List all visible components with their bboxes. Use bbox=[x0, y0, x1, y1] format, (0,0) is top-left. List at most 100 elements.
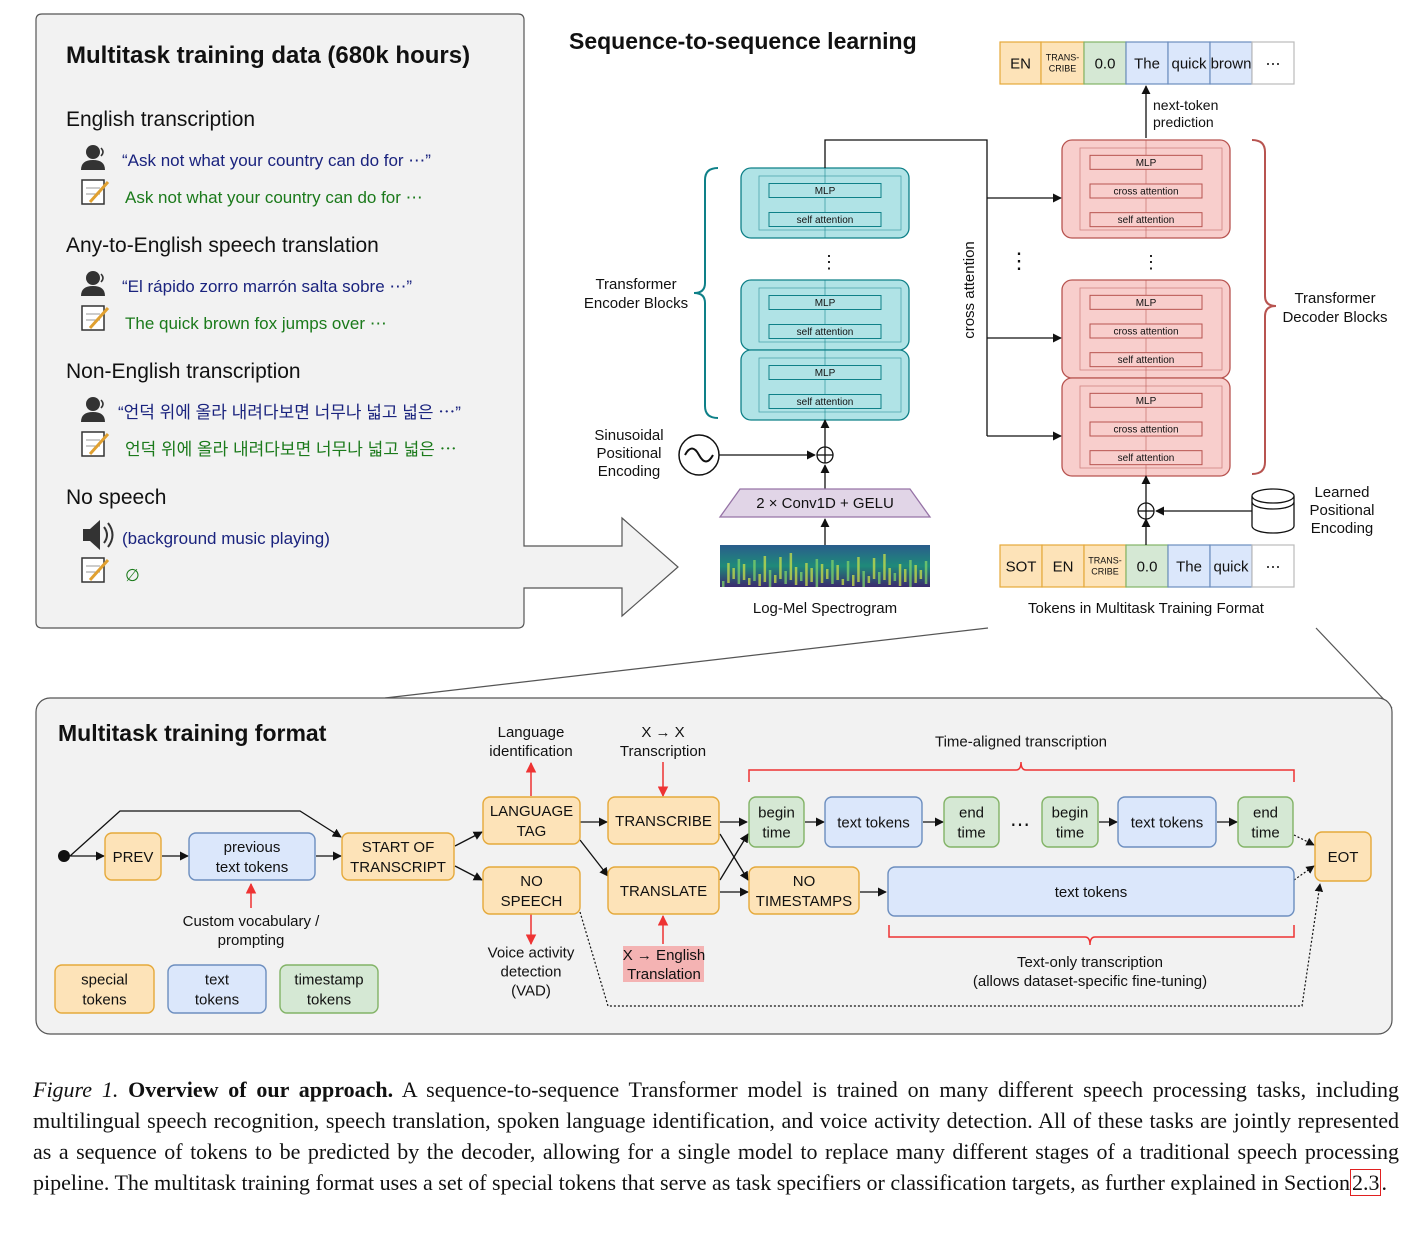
svg-text:self attention: self attention bbox=[1118, 355, 1175, 366]
text-transcript: 언덕 위에 올라 내려다보면 너무나 넓고 넓은 ⋯ bbox=[125, 440, 457, 459]
svg-text:⋯: ⋯ bbox=[1266, 558, 1281, 575]
spectrogram-label: Log-Mel Spectrogram bbox=[753, 600, 897, 617]
audio-transcript: “언덕 위에 올라 내려다보면 너무나 넓고 넓은 ⋯” bbox=[118, 403, 461, 422]
annotation-arrows bbox=[245, 761, 669, 946]
audio-transcript: “El rápido zorro marrón salta sobre ⋯” bbox=[122, 277, 412, 296]
svg-text:TRANSLATE: TRANSLATE bbox=[620, 883, 707, 900]
caption-figure-number: Figure 1. bbox=[33, 1077, 119, 1102]
svg-text:0.0: 0.0 bbox=[1095, 55, 1116, 72]
svg-text:PREV: PREV bbox=[113, 849, 154, 866]
svg-text:TRANS-CRIBE: TRANS-CRIBE bbox=[1088, 556, 1122, 577]
eot-token: EOT bbox=[1314, 831, 1372, 882]
translate-token: TRANSLATE bbox=[607, 866, 720, 915]
notepad-icon bbox=[81, 179, 110, 205]
caption-body: A sequence-to-sequence Transformer model… bbox=[33, 1077, 1399, 1195]
output-token: quick bbox=[1167, 41, 1211, 85]
svg-text:EOT: EOT bbox=[1328, 849, 1359, 866]
svg-text:EN: EN bbox=[1053, 558, 1074, 575]
format-wires bbox=[58, 810, 1238, 897]
output-token: EN bbox=[999, 41, 1042, 85]
caption-end: . bbox=[1381, 1170, 1387, 1195]
svg-text:TRANS-CRIBE: TRANS-CRIBE bbox=[1046, 53, 1080, 74]
svg-text:MLP: MLP bbox=[815, 368, 836, 379]
svg-text:text tokens: text tokens bbox=[1055, 884, 1128, 901]
conv-label: 2 × Conv1D + GELU bbox=[756, 495, 894, 512]
seq2seq-title: Sequence-to-sequence learning bbox=[569, 28, 917, 54]
svg-text:cross attention: cross attention bbox=[1113, 425, 1178, 436]
svg-text:MLP: MLP bbox=[815, 186, 836, 197]
svg-text:self attention: self attention bbox=[1118, 215, 1175, 226]
x-english-highlight bbox=[623, 946, 704, 982]
section-heading: Any-to-English speech translation bbox=[66, 234, 379, 257]
encoder-brace bbox=[693, 167, 719, 419]
training-format-title: Multitask training format bbox=[58, 720, 327, 746]
training-data-panel bbox=[35, 13, 679, 629]
transcribe-token: TRANSCRIBE bbox=[607, 796, 720, 845]
svg-text:self attention: self attention bbox=[797, 327, 854, 338]
encoder-add-icon bbox=[816, 446, 834, 464]
svg-text:cross attention: cross attention bbox=[1113, 187, 1178, 198]
caption-title: Overview of our approach. bbox=[128, 1077, 394, 1102]
speaking-person-icon bbox=[81, 271, 105, 296]
audio-transcript: (background music playing) bbox=[122, 529, 330, 548]
svg-text:self attention: self attention bbox=[797, 215, 854, 226]
input-token: quick bbox=[1209, 544, 1253, 588]
output-token: 0.0 bbox=[1083, 41, 1127, 85]
spectrogram-image bbox=[720, 545, 930, 587]
svg-text:The: The bbox=[1176, 558, 1202, 575]
speaking-person-icon bbox=[81, 145, 105, 170]
notepad-icon bbox=[81, 431, 110, 457]
svg-text:quick: quick bbox=[1213, 558, 1249, 575]
svg-text:quick: quick bbox=[1171, 55, 1207, 72]
speaker-icon bbox=[83, 520, 114, 550]
text-only-tokens: text tokens bbox=[887, 866, 1295, 917]
time-aligned-label: Time-aligned transcription bbox=[935, 733, 1107, 750]
notepad-icon bbox=[81, 557, 110, 583]
svg-text:MLP: MLP bbox=[815, 298, 836, 309]
svg-text:brown: brown bbox=[1211, 55, 1252, 72]
section-link[interactable]: 2.3 bbox=[1349, 1169, 1382, 1196]
text-transcript: ∅ bbox=[125, 566, 140, 585]
input-token: 0.0 bbox=[1125, 544, 1169, 588]
svg-text:text tokens: text tokens bbox=[837, 814, 910, 831]
input-token: EN bbox=[1041, 544, 1085, 588]
section-heading: No speech bbox=[66, 486, 166, 509]
decoder-vertical-dots: ⋮ bbox=[1142, 252, 1160, 272]
input-token: SOT bbox=[999, 544, 1043, 588]
svg-text:The: The bbox=[1134, 55, 1160, 72]
custom-vocabulary-label: Custom vocabulary /prompting bbox=[183, 913, 321, 949]
cross-attention-label: cross attention bbox=[961, 241, 978, 339]
input-token: TRANS-CRIBE bbox=[1083, 544, 1127, 588]
